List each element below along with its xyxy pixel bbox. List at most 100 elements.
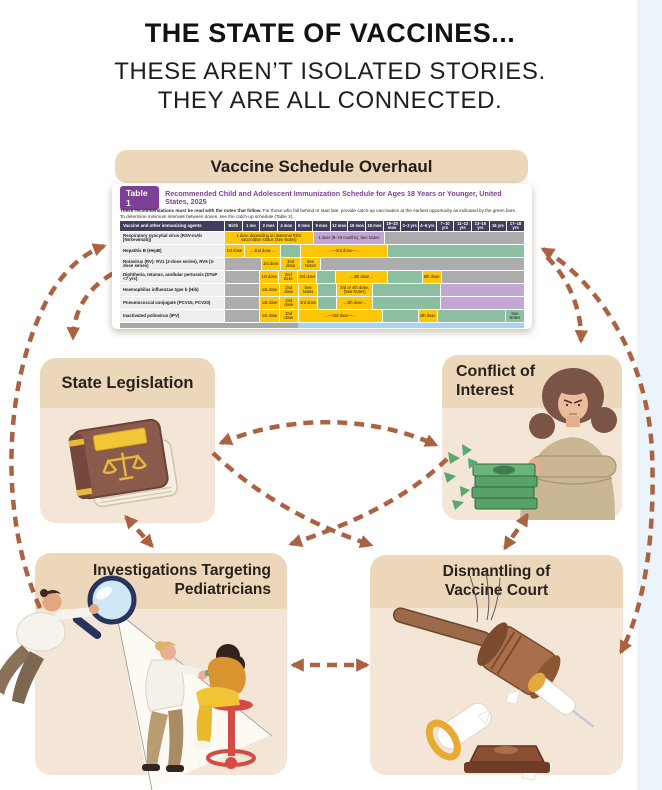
- schedule-age-column: 2–3 yrs: [400, 221, 419, 232]
- schedule-cell: 1 dose (8–19 months), See Notes: [312, 232, 385, 245]
- schedule-cell: [439, 297, 524, 310]
- schedule-cell: ←4th dose→: [335, 271, 387, 284]
- schedule-cell: [439, 284, 524, 297]
- table-badge: Table 1: [120, 185, 160, 210]
- schedule-cell: 2nd dose: [278, 271, 298, 284]
- page-subtitle-line2: THEY ARE ALL CONNECTED.: [157, 86, 503, 114]
- node-investigations-targeting-pediatricians: Investigations Targeting Pediatricians: [35, 553, 287, 775]
- schedule-cell: See Notes: [297, 284, 318, 297]
- schedule-partial-blue: [297, 323, 524, 329]
- schedule-age-column: 12 mos: [329, 221, 348, 232]
- table-title: Recommended Child and Adolescent Immuniz…: [165, 188, 502, 206]
- schedule-cell: See Notes: [504, 310, 524, 323]
- node-investigations-header: Investigations Targeting Pediatricians: [35, 553, 287, 609]
- node-investigations-label-line1: Investigations Targeting: [93, 562, 271, 580]
- node-conflict-label-line2: Interest: [456, 381, 514, 399]
- schedule-age-column: 11–12 yrs: [453, 221, 471, 232]
- schedule-cell: 2nd dose: [278, 297, 298, 310]
- schedule-age-column: 7–10 yrs: [435, 221, 454, 232]
- schedule-age-column: 19–23 mos: [382, 221, 401, 232]
- schedule-cell: 1 dose depending on maternal RSV vaccina…: [224, 232, 313, 245]
- immunization-schedule-table: Table 1 Recommended Child and Adolescent…: [112, 184, 532, 329]
- schedule-cell: 3rd dose: [297, 297, 318, 310]
- schedule-row-label: Inactivated poliovirus (IPV): [120, 310, 224, 323]
- schedule-cell: [386, 245, 525, 258]
- page-subtitle: THESE AREN’T ISOLATED STORIES. THEY ARE …: [0, 58, 660, 116]
- schedule-cell: [224, 297, 260, 310]
- schedule-row: Pneumococcal conjugate (PCV15, PCV20)1st…: [120, 297, 524, 310]
- table-note-bold: These recommendations must be read with …: [120, 208, 262, 213]
- schedule-cell: [384, 232, 524, 245]
- node-dismantling-label-line2: Vaccine Court: [444, 581, 549, 599]
- schedule-partial-gray: [120, 323, 298, 329]
- schedule-cell: [224, 271, 260, 284]
- schedule-cell: ←—3rd dose—→: [297, 310, 383, 323]
- arrow-conflict-investigations: [288, 457, 449, 547]
- schedule-age-column: 18 mos: [365, 221, 383, 232]
- schedule-age-column: 4–6 yrs: [418, 221, 436, 232]
- node-state-legislation-label: State Legislation: [61, 373, 194, 392]
- node-dismantling-header: Dismantling of Vaccine Court: [370, 555, 623, 608]
- schedule-cell: [317, 284, 337, 297]
- schedule-row-label: Diphtheria, tetanus, acellular pertussis…: [120, 271, 224, 284]
- node-conflict-of-interest-header: Conflict of Interest: [442, 355, 622, 408]
- schedule-cell: [440, 271, 525, 284]
- schedule-cell: [316, 271, 336, 284]
- schedule-cell: ←2nd dose→: [243, 245, 281, 258]
- schedule-row-cells: 1st dose←2nd dose→←—3rd dose—→: [224, 245, 525, 258]
- schedule-row-label: Rotavirus (RV): RV1 (2-dose series), RV5…: [120, 258, 224, 271]
- schedule-cell: 5th dose: [421, 271, 441, 284]
- schedule-age-column: 17–18 yrs: [506, 221, 524, 232]
- schedule-row-label: Pneumococcal conjugate (PCV15, PCV20): [120, 297, 224, 310]
- schedule-row: Haemophilus influenzae type b (Hib)1st d…: [120, 284, 524, 297]
- page-subtitle-line1: THESE AREN’T ISOLATED STORIES.: [114, 58, 546, 85]
- schedule-cell: 1st dose: [260, 258, 281, 271]
- node-dismantling-label-line1: Dismantling of: [442, 562, 551, 580]
- schedule-cell: [319, 258, 524, 271]
- schedule-row: Respiratory syncytial virus (RSV-mAb [Ni…: [120, 232, 524, 245]
- node-investigations-body: [35, 609, 287, 775]
- schedule-cell: 1st dose: [259, 284, 279, 297]
- schedule-cell: [386, 271, 422, 284]
- schedule-cell: See Notes: [300, 258, 320, 271]
- schedule-cell: 3rd or 4th dose, (See Notes): [336, 284, 372, 297]
- schedule-age-column: 9 mos: [312, 221, 330, 232]
- schedule-age-column: 13–15 yrs: [470, 221, 489, 232]
- schedule-cell: [224, 310, 260, 323]
- page-edge-strip: [637, 0, 662, 790]
- schedule-cell: 4th dose: [417, 310, 437, 323]
- schedule-cell: [224, 284, 260, 297]
- schedule-cell: 1st dose: [259, 310, 279, 323]
- node-conflict-of-interest-body: [442, 408, 622, 520]
- arrow-state-conflict: [218, 420, 439, 448]
- schedule-cell: 2nd dose: [278, 284, 298, 297]
- node-dismantling-of-vaccine-court: Dismantling of Vaccine Court: [370, 555, 623, 775]
- node-state-legislation-header: State Legislation: [40, 358, 215, 408]
- node-state-legislation-body: [40, 408, 215, 523]
- page-title: THE STATE OF VACCINES...: [144, 18, 516, 48]
- table-notes: These recommendations must be read with …: [120, 208, 524, 219]
- schedule-row: Diphtheria, tetanus, acellular pertussis…: [120, 271, 525, 284]
- schedule-cell: [317, 297, 337, 310]
- table-note-rest: For those who fall behind or start late,…: [261, 208, 517, 213]
- schedule-cell: 2nd dose: [280, 258, 301, 271]
- schedule-cell: 1st dose: [259, 271, 279, 284]
- schedule-cell: [224, 258, 261, 271]
- node-conflict-label-line1: Conflict of: [456, 363, 536, 381]
- node-state-legislation: State Legislation: [40, 358, 215, 523]
- schedule-cell: ←—3rd dose—→: [300, 245, 387, 258]
- schedule-cell: [280, 245, 301, 258]
- arrow-state-dismantling: [211, 451, 374, 548]
- node-conflict-of-interest: Conflict of Interest: [442, 355, 622, 520]
- schedule-row: Rotavirus (RV): RV1 (2-dose series), RV5…: [120, 258, 524, 271]
- schedule-partial-row: [120, 323, 524, 329]
- schedule-age-column: Birth: [224, 221, 242, 232]
